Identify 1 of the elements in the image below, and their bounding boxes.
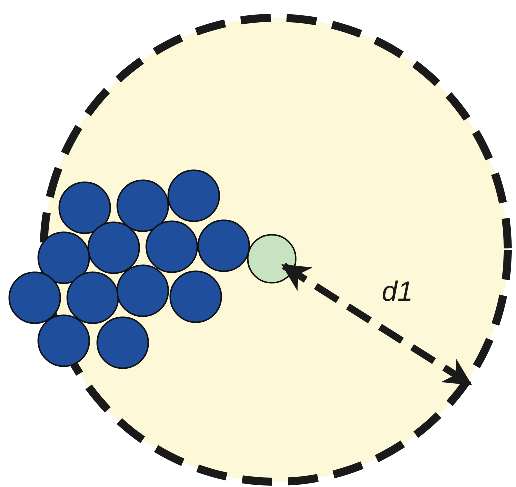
dimension-label: d1: [382, 276, 414, 308]
